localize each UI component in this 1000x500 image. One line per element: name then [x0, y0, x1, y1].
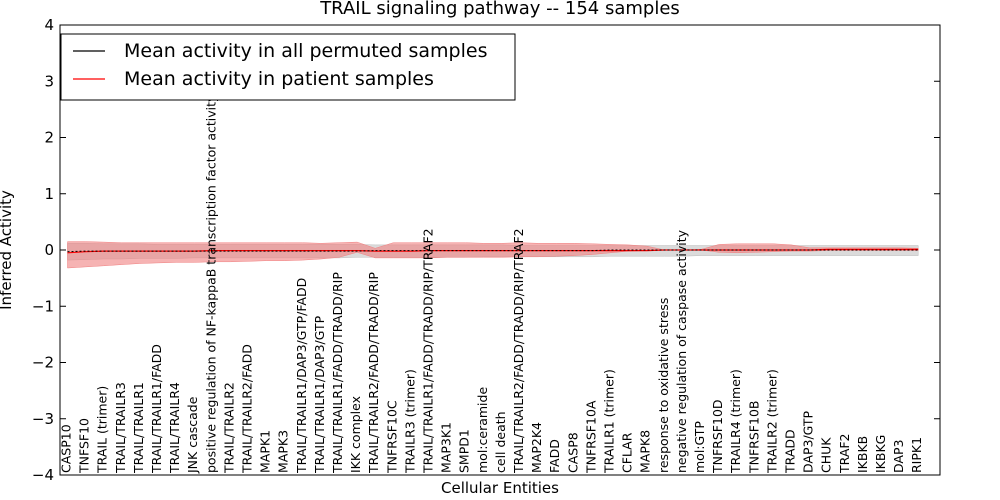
category-label: TRAIL/TRAILR1/DAP3/GTP/FADD — [294, 278, 309, 474]
plot-frame — [59, 24, 941, 476]
category-label: positive regulation of NF-kappaB transcr… — [203, 94, 218, 473]
category-label: TRAILR3 (trimer) — [402, 369, 417, 474]
legend-label-permuted: Mean activity in all permuted samples — [124, 40, 487, 62]
category-label: MAPK3 — [276, 430, 291, 473]
y-tick-label: 1 — [44, 185, 54, 203]
category-label: CASP10 — [59, 424, 74, 473]
category-label: JNK cascade — [185, 396, 200, 474]
category-label: TRAIL/TRAILR1/DAP3/GTP — [312, 315, 327, 474]
category-label: response to oxidative stress — [656, 298, 671, 473]
chart-title: TRAIL signaling pathway -- 154 samples — [319, 0, 680, 19]
category-label: TRAIL/TRAILR2/FADD — [240, 344, 255, 474]
category-label: TRAIL/TRAILR1 — [131, 382, 146, 474]
y-tick-label: −4 — [32, 466, 54, 484]
y-axis-label: Inferred Activity — [0, 190, 15, 310]
category-label: TRAIL/TRAILR3 — [113, 382, 128, 474]
x-axis-label: Cellular Entities — [441, 479, 559, 497]
category-label: MAP3K1 — [439, 422, 454, 473]
category-label: IKK complex — [348, 396, 363, 473]
y-tick-label: −1 — [32, 297, 54, 315]
y-tick-label: 3 — [44, 72, 54, 90]
legend-label-patient: Mean activity in patient samples — [124, 68, 434, 90]
legend-box — [60, 33, 516, 101]
category-label: MAPK8 — [638, 430, 653, 473]
category-label: mol:GTP — [692, 421, 707, 473]
category-label: TRAIL/TRAILR2 — [221, 382, 236, 474]
category-label: DAP3 — [891, 440, 906, 473]
y-tick-label: 4 — [44, 16, 54, 34]
category-label: IKBKG — [873, 435, 888, 473]
category-label: TNFRSF10D — [710, 399, 725, 474]
category-label: negative regulation of caspase activity — [674, 229, 689, 473]
category-label: cell death — [493, 411, 508, 473]
legend: Mean activity in all permuted samples Me… — [60, 33, 516, 101]
category-label: SMPD1 — [457, 429, 472, 473]
category-label: TRAIL/TRAILR1/FADD/TRADD/RIP — [330, 272, 345, 474]
series-lines — [67, 248, 919, 254]
category-label: TRAIL/TRAILR2/FADD/TRADD/RIP/TRAF2 — [511, 228, 526, 474]
confidence-bands — [67, 241, 919, 269]
category-label: TRAIL (trimer) — [95, 386, 110, 474]
category-label: RIPK1 — [909, 437, 924, 473]
category-label: TRAIL/TRAILR2/FADD/TRADD/RIP — [366, 272, 381, 474]
category-label: TNFRSF10B — [746, 401, 761, 474]
category-label: DAP3/GTP — [801, 410, 816, 473]
category-label: TRAILR1 (trimer) — [602, 369, 617, 474]
category-label: FADD — [547, 439, 562, 473]
y-tick-label: −3 — [32, 410, 54, 428]
category-label: TRAILR4 (trimer) — [728, 369, 743, 474]
category-label: MAP2K4 — [529, 422, 544, 473]
y-tick-label: −2 — [32, 354, 54, 372]
y-tick-label: 2 — [44, 129, 54, 147]
category-label: TRADD — [783, 429, 798, 474]
category-label: TNFRSF10A — [583, 400, 598, 474]
category-label: TNFSF10 — [77, 418, 92, 474]
category-label: TRAIL/TRAILR1/FADD/TRADD/RIP/TRAF2 — [421, 228, 436, 474]
category-label: CHUK — [819, 437, 834, 473]
category-label: TRAIL/TRAILR4 — [167, 382, 182, 474]
category-label: TRAF2 — [837, 433, 852, 474]
category-label: mol:ceramide — [475, 387, 490, 473]
category-label: TRAIL/TRAILR1/FADD — [149, 344, 164, 474]
category-label: MAPK1 — [258, 430, 273, 473]
permuted-mean-line — [67, 249, 919, 253]
category-label: CASP8 — [565, 432, 580, 473]
category-label: TRAILR2 (trimer) — [764, 369, 779, 474]
category-label: CFLAR — [620, 432, 635, 473]
category-label: TNFRSF10C — [384, 400, 399, 474]
category-label: IKBKB — [855, 436, 870, 473]
y-axis-ticks: 4 3 2 1 0 −1 −2 −3 −4 — [32, 16, 940, 484]
y-tick-label: 0 — [44, 241, 54, 259]
patient-band — [67, 241, 919, 269]
